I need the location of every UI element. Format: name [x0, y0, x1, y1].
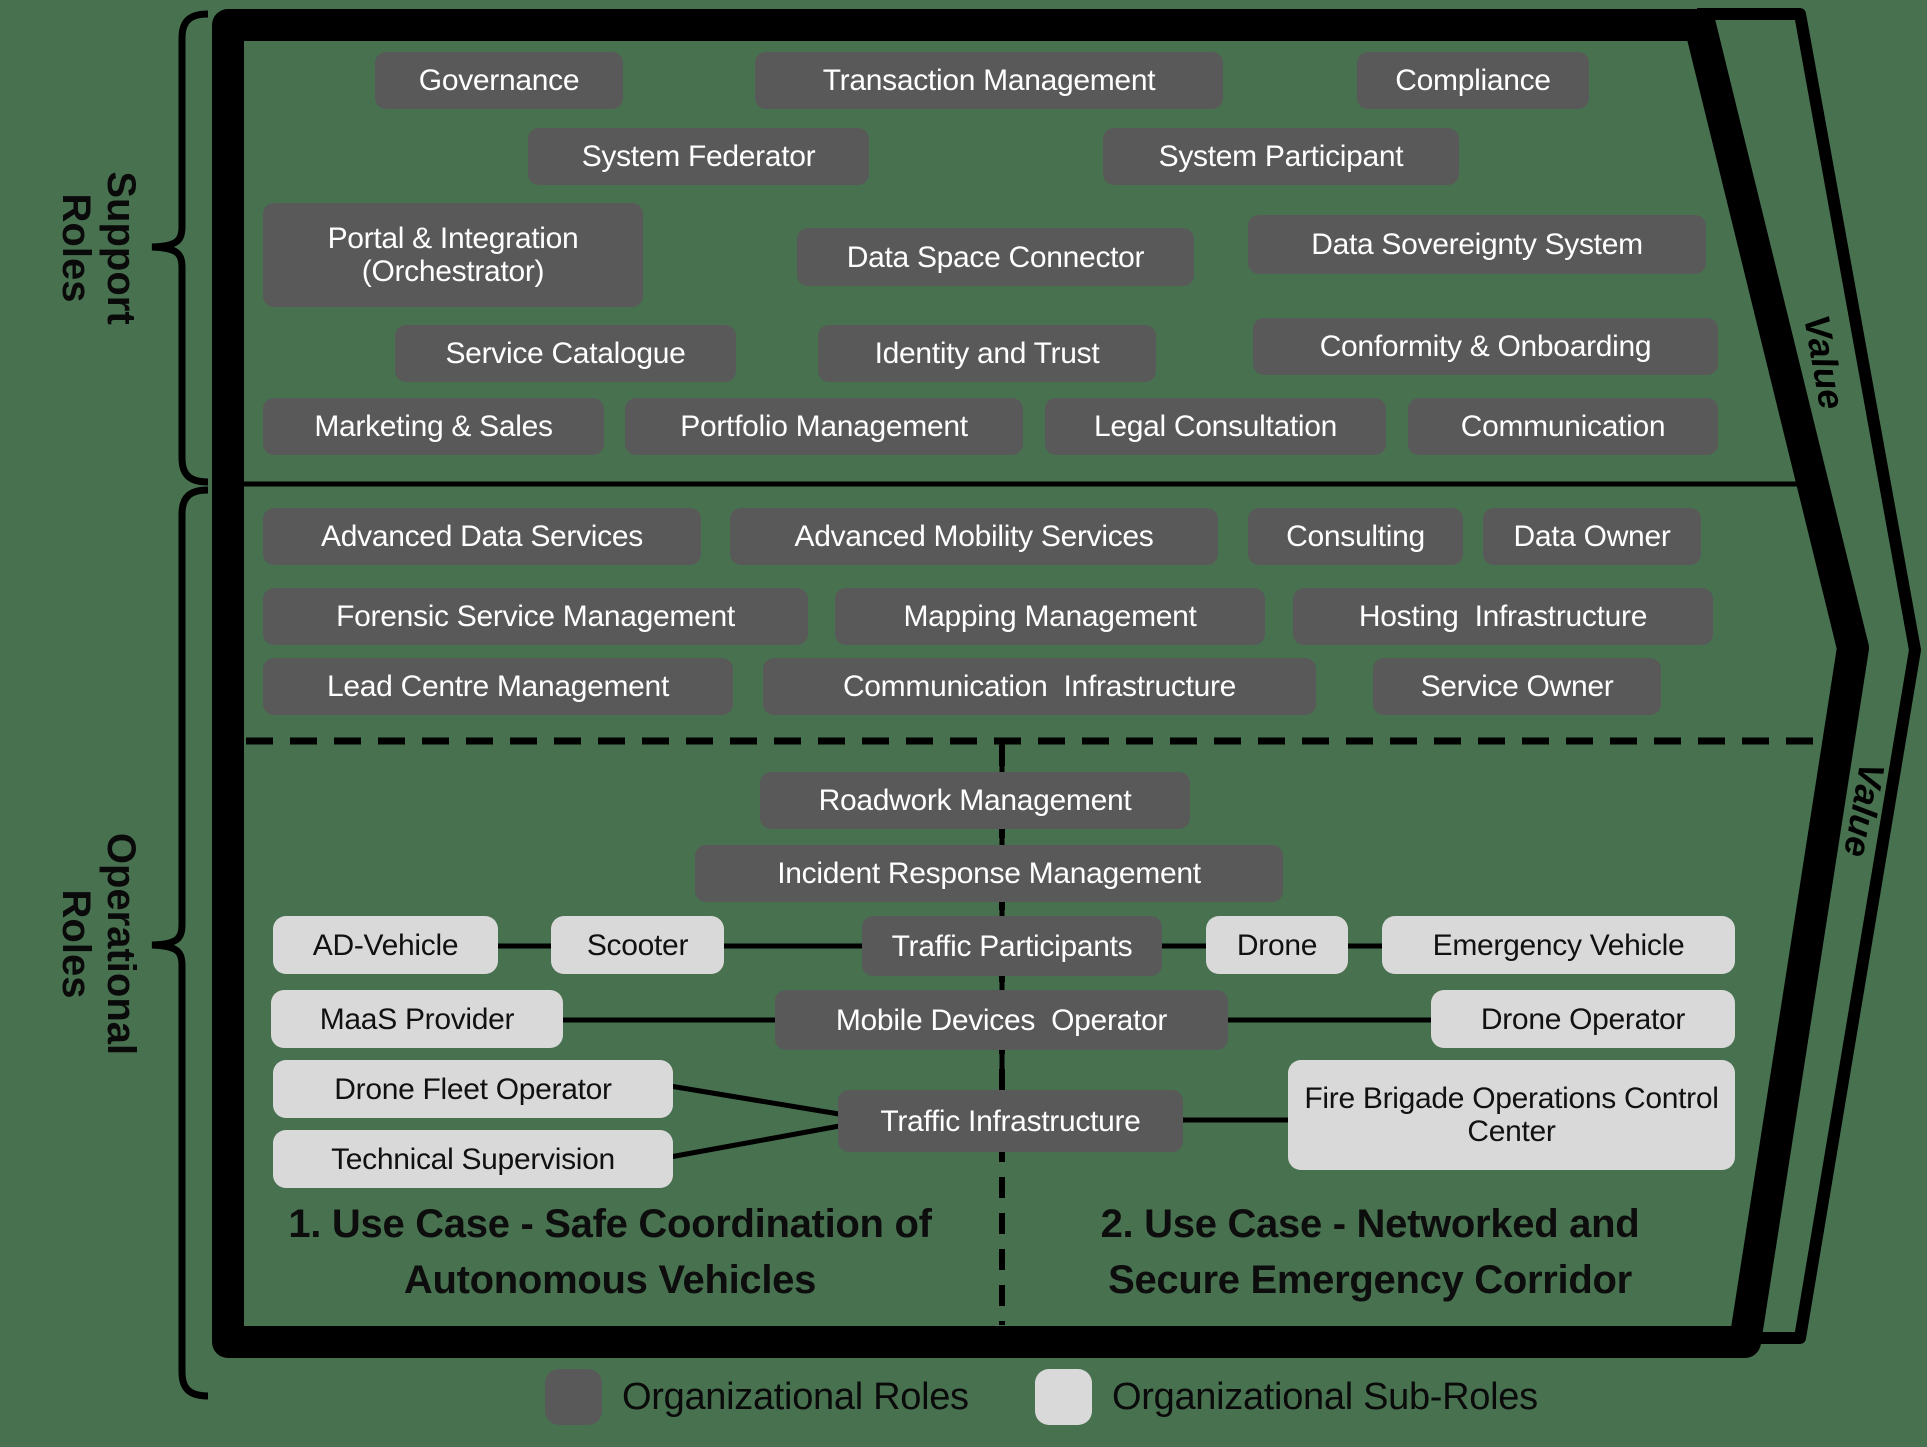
role-box-compliance: Compliance	[1357, 52, 1589, 109]
subrole-box-maas-provider: MaaS Provider	[271, 990, 563, 1048]
role-box-data-sovereignty-system: Data Sovereignty System	[1248, 215, 1706, 274]
role-box-data-space-connector: Data Space Connector	[797, 228, 1194, 286]
role-box-data-owner: Data Owner	[1483, 508, 1701, 565]
role-box-forensic-service-management: Forensic Service Management	[263, 588, 808, 645]
role-box-lead-centre-management: Lead Centre Management	[263, 658, 733, 715]
support-roles-axis-label: Support Roles	[54, 171, 143, 325]
support-brace	[151, 10, 209, 486]
value-band-outline	[1697, 8, 1921, 1344]
legend-swatch-organizational-roles	[545, 1369, 602, 1425]
main-frame	[212, 9, 1869, 1358]
role-box-governance: Governance	[375, 52, 623, 109]
legend-swatch-organizational-sub-roles	[1035, 1369, 1092, 1425]
role-box-communication-infrastructure: Communication Infrastructure	[763, 658, 1316, 715]
role-box-identity-and-trust: Identity and Trust	[818, 325, 1156, 382]
subrole-box-scooter: Scooter	[551, 916, 724, 974]
role-box-marketing-sales: Marketing & Sales	[263, 398, 604, 455]
role-box-advanced-data-services: Advanced Data Services	[263, 508, 701, 565]
role-box-advanced-mobility-services: Advanced Mobility Services	[730, 508, 1218, 565]
legend-label-organizational-roles: Organizational Roles	[622, 1375, 969, 1418]
role-box-incident-response-management: Incident Response Management	[695, 845, 1283, 902]
use-case-1-title: 1. Use Case - Safe Coordination of Auton…	[288, 1202, 932, 1302]
use-case-2-title: 2. Use Case - Networked and Secure Emerg…	[1100, 1202, 1640, 1302]
subrole-box-fire-brigade-operations-control-center: Fire Brigade Operations Control Center	[1288, 1060, 1735, 1170]
role-box-traffic-participants: Traffic Participants	[862, 916, 1162, 976]
role-box-consulting: Consulting	[1248, 508, 1463, 565]
role-box-traffic-infrastructure: Traffic Infrastructure	[838, 1090, 1183, 1152]
role-box-portal-integration: Portal & Integration (Orchestrator)	[263, 203, 643, 307]
legend-label-organizational-sub-roles: Organizational Sub-Roles	[1112, 1375, 1538, 1418]
subrole-box-emergency-vehicle: Emergency Vehicle	[1382, 916, 1735, 974]
subrole-box-drone: Drone	[1206, 916, 1348, 974]
role-box-communication: Communication	[1408, 398, 1718, 455]
role-box-roadwork-management: Roadwork Management	[760, 772, 1190, 829]
role-box-mapping-management: Mapping Management	[835, 588, 1265, 645]
role-box-hosting-infrastructure: Hosting Infrastructure	[1293, 588, 1713, 645]
subrole-box-drone-operator: Drone Operator	[1431, 990, 1735, 1048]
operational-roles-axis-label: Operational Roles	[54, 832, 143, 1056]
subrole-box-technical-supervision: Technical Supervision	[273, 1130, 673, 1188]
role-box-transaction-management: Transaction Management	[755, 52, 1223, 109]
role-box-legal-consultation: Legal Consultation	[1045, 398, 1386, 455]
subrole-box-drone-fleet-operator: Drone Fleet Operator	[273, 1060, 673, 1118]
role-box-system-federator: System Federator	[528, 128, 869, 185]
role-box-system-participant: System Participant	[1103, 128, 1459, 185]
subrole-box-ad-vehicle: AD-Vehicle	[273, 916, 498, 974]
role-box-portfolio-management: Portfolio Management	[625, 398, 1023, 455]
role-box-service-catalogue: Service Catalogue	[395, 325, 736, 382]
role-box-conformity-onboarding: Conformity & Onboarding	[1253, 318, 1718, 375]
connector-lines	[498, 744, 1431, 1160]
role-box-mobile-devices-operator: Mobile Devices Operator	[775, 990, 1228, 1050]
role-box-service-owner: Service Owner	[1373, 658, 1661, 715]
operational-brace	[151, 486, 209, 1400]
